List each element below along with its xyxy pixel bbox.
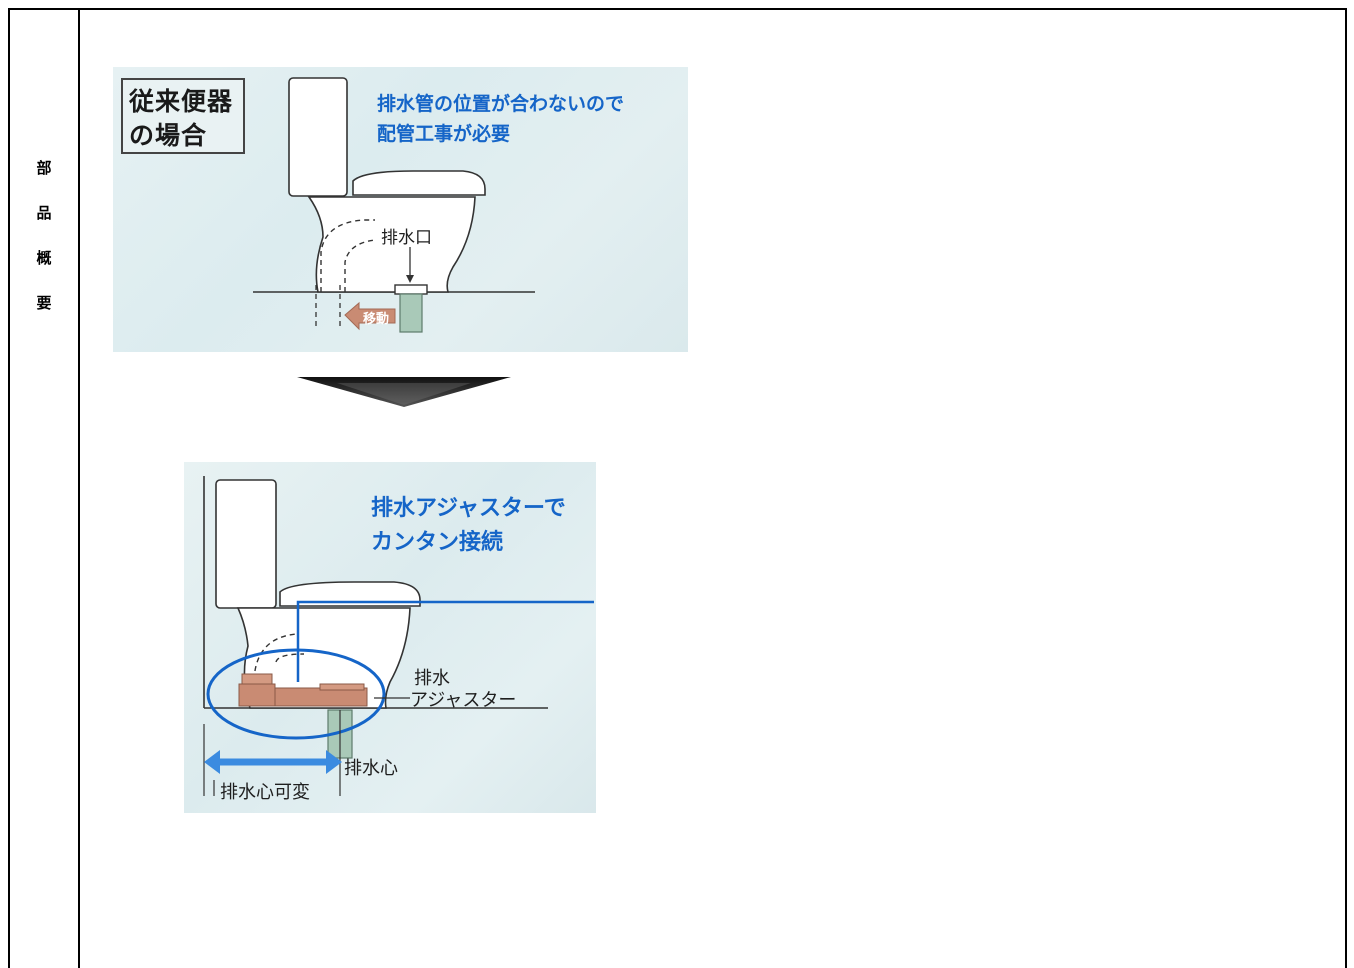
adjuster-toilet-illustration: 排水アジャスターで カンタン接続 排水 アジャスター 排水心 排水心可変: [184, 462, 596, 813]
move-tag: 移動: [363, 312, 390, 327]
side-label-column: 部 品 概 要: [10, 10, 80, 968]
conventional-note-line1: 排水管の位置が合わないので: [377, 93, 625, 115]
side-label-char: 部: [36, 159, 52, 177]
conventional-toilet-drawing: [253, 77, 535, 333]
drain-center-label: 排水心: [344, 758, 398, 779]
side-label-char: 概: [36, 249, 52, 267]
adjuster-toilet-drawing: [203, 476, 594, 796]
drain-center-variable-label: 排水心可変: [220, 782, 310, 803]
side-label-char: 要: [36, 294, 52, 312]
conventional-toilet-illustration: 従来便器 の場合 排水管の位置が合わないので 配管工事が必要 排水口 移動: [113, 67, 688, 352]
outline-table: 部 品 概 要: [8, 8, 1347, 968]
caption-title: 従来便器: [129, 87, 234, 116]
section-label-parts-overview: 部 品 概 要: [34, 156, 54, 316]
caption-subtitle: の場合: [129, 121, 208, 150]
side-label-char: 品: [36, 204, 52, 222]
adjuster-label-line1: 排水: [414, 668, 450, 689]
conventional-caption-box: 従来便器 の場合: [121, 78, 245, 154]
outlet-label: 排水口: [381, 228, 432, 248]
adjuster-label-line2: アジャスター: [410, 690, 517, 711]
conventional-note-line2: 配管工事が必要: [377, 123, 511, 145]
adjuster-note-line2: カンタン接続: [371, 530, 504, 555]
adjuster-note-line1: 排水アジャスターで: [371, 496, 566, 521]
down-arrow-icon: [297, 377, 511, 407]
